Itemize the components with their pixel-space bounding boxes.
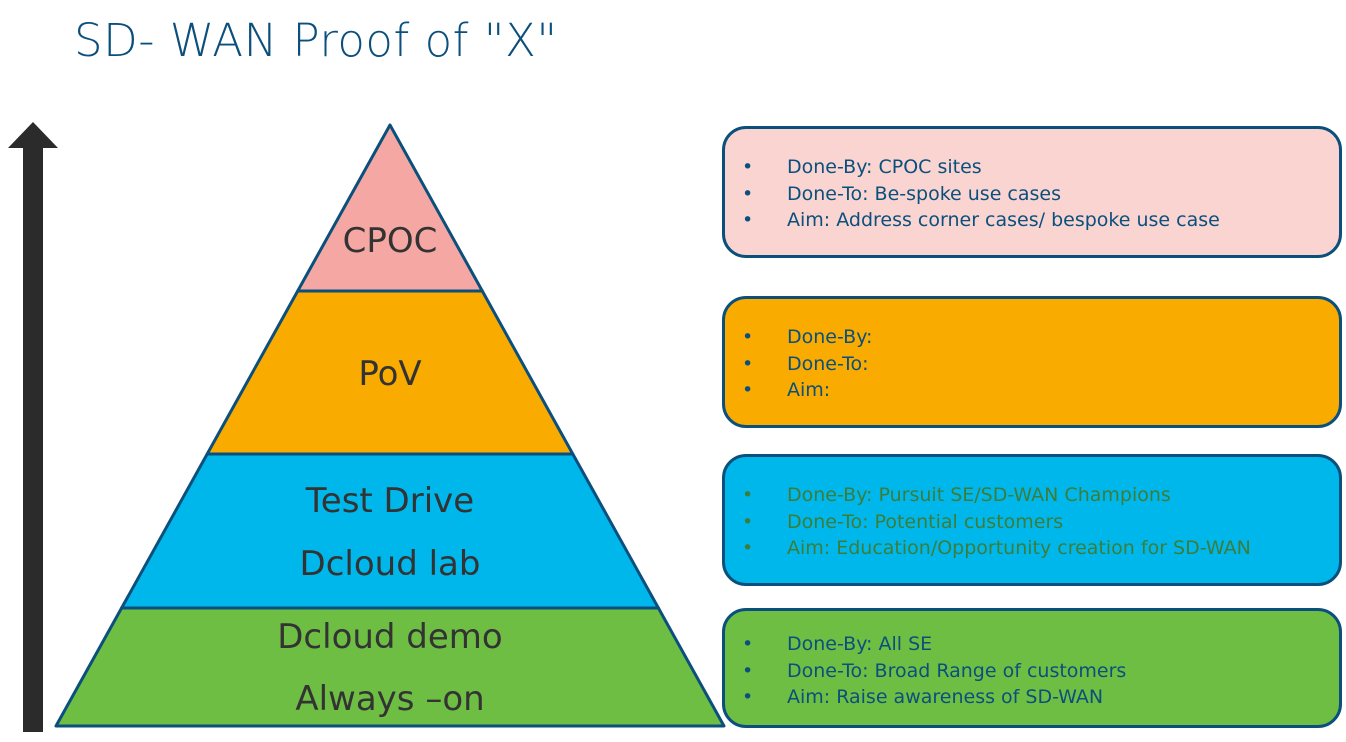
info-item: • Aim: Address corner cases/ bespoke use … (739, 207, 1323, 234)
info-box-dcloud-demo: • Done-By: All SE • Done-To: Broad Range o… (722, 608, 1342, 728)
info-item-text: Done-To: Broad Range of customers (787, 659, 1127, 682)
pyramid-tier-cpoc (296, 123, 484, 293)
bullet-icon: • (742, 686, 754, 708)
pyramid-tier-label: Always –on (295, 679, 484, 719)
info-item-text: Done-To: Potential customers (787, 510, 1064, 533)
info-item: • Done-By: All SE (739, 631, 1323, 658)
info-box-test-drive: • Done-By: Pursuit SE/SD-WAN Champions • D… (722, 454, 1342, 586)
bullet-icon: • (742, 633, 754, 655)
bullet-icon: • (742, 379, 754, 401)
bullet-icon: • (742, 209, 754, 231)
bullet-icon: • (742, 510, 754, 533)
pyramid-tier-label: Dcloud demo (277, 617, 502, 657)
bullet-icon: • (742, 659, 754, 682)
pyramid (54, 123, 726, 728)
info-box-pov: • Done-By: • Done-To: • Aim: (722, 296, 1342, 428)
info-item: • Aim: Raise awareness of SD-WAN (739, 684, 1323, 711)
pyramid-tier-label: Dcloud lab (300, 544, 481, 584)
info-item: • Done-To: Broad Range of customers (739, 658, 1323, 685)
info-item: • Aim: (739, 377, 1323, 404)
bullet-icon: • (742, 352, 754, 375)
info-item-text: Done-By: (787, 326, 873, 348)
bullet-icon: • (742, 326, 754, 348)
bullet-icon: • (742, 182, 754, 205)
info-item-text: Done-To: (787, 352, 869, 375)
info-box-cpoc: • Done-By: CPOC sites • Done-To: Be-spoke … (722, 126, 1342, 258)
info-item-text: Aim: Address corner cases/ bespoke use c… (787, 209, 1220, 231)
arrow-up-icon (8, 122, 58, 732)
info-item-text: Aim: Education/Opportunity creation for … (787, 537, 1251, 559)
info-item: • Done-To: Be-spoke use cases (739, 181, 1323, 208)
info-item: • Aim: Education/Opportunity creation for… (739, 535, 1323, 562)
pyramid-tier-label: CPOC (343, 221, 438, 261)
pyramid-tier-test-drive (120, 452, 660, 610)
info-item-text: Done-By: Pursuit SE/SD-WAN Champions (787, 484, 1171, 506)
pyramid-tier-label: Test Drive (305, 481, 474, 521)
info-item-text: Done-By: All SE (787, 633, 933, 655)
info-item-text: Done-To: Be-spoke use cases (787, 182, 1062, 205)
info-item: • Done-By: (739, 324, 1323, 351)
bullet-icon: • (742, 537, 754, 559)
info-item-text: Done-By: CPOC sites (787, 156, 982, 178)
pyramid-tier-label: PoV (358, 354, 421, 394)
info-item-text: Aim: (787, 379, 831, 401)
info-item: • Done-To: Potential customers (739, 509, 1323, 536)
info-item: • Done-To: (739, 351, 1323, 378)
info-item-text: Aim: Raise awareness of SD-WAN (787, 686, 1104, 708)
page-title: SD- WAN Proof of "X" (74, 14, 558, 67)
bullet-icon: • (742, 484, 754, 506)
info-item: • Done-By: Pursuit SE/SD-WAN Champions (739, 482, 1323, 509)
bullet-icon: • (742, 156, 754, 178)
info-item: • Done-By: CPOC sites (739, 154, 1323, 181)
pyramid-tier-dcloud-demo (54, 606, 726, 728)
